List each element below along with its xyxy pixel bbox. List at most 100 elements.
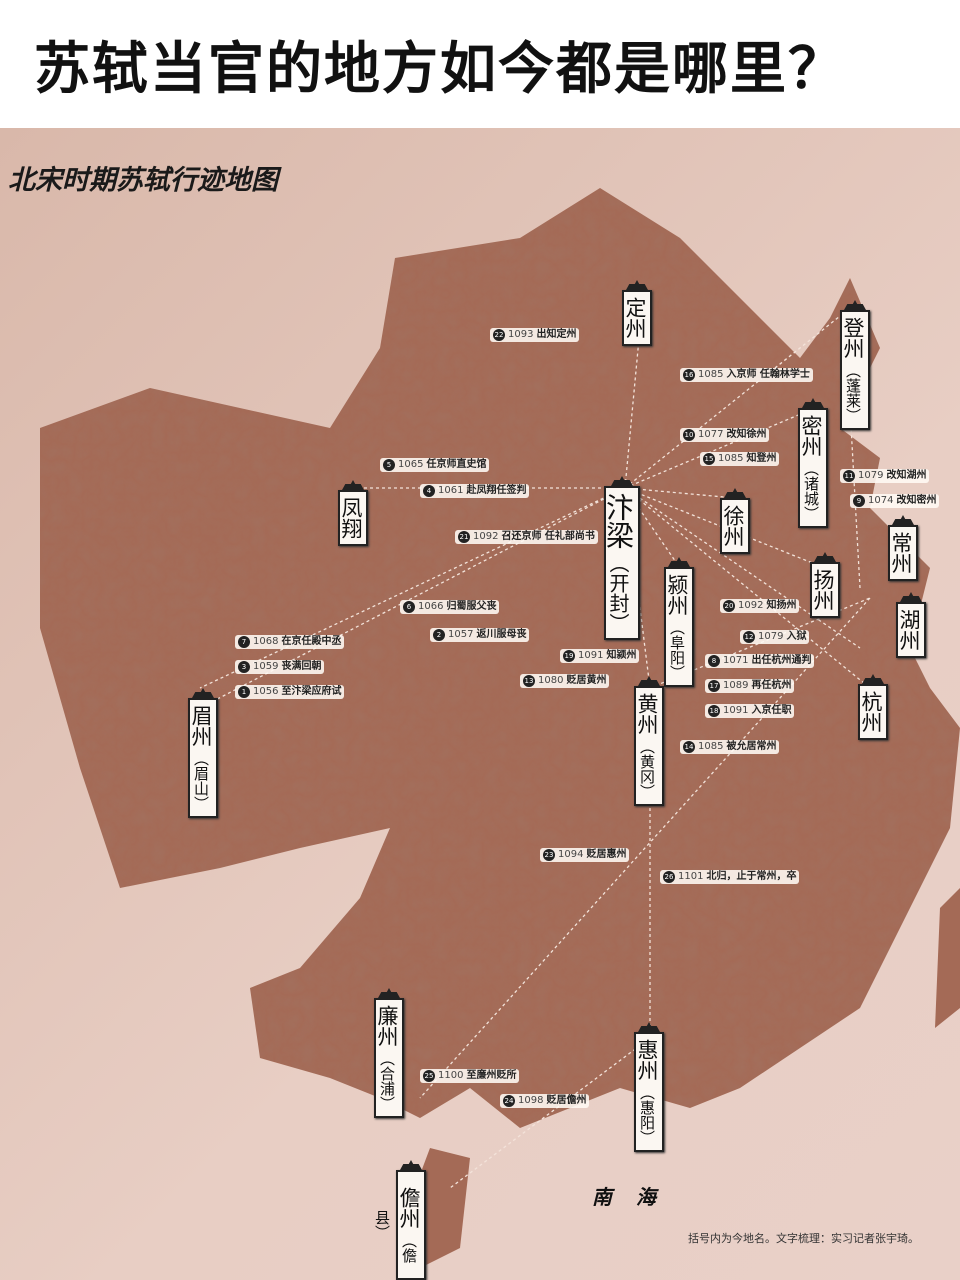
route-year: 1094 <box>558 849 584 860</box>
city-name: 惠州 <box>635 1039 659 1081</box>
route-number-badge: 19 <box>563 650 575 662</box>
route-description: 任京师直史馆 <box>426 459 487 470</box>
route-number-badge: 22 <box>493 329 505 341</box>
route-year: 1066 <box>418 601 444 612</box>
sea-label: 南海 <box>592 1185 680 1209</box>
route-description: 入狱 <box>786 631 807 642</box>
route-number-badge: 10 <box>683 429 695 441</box>
land-relief <box>40 188 960 1268</box>
route-description: 在京任殿中丞 <box>281 636 342 647</box>
route-number-badge: 9 <box>853 495 865 507</box>
route-description: 北归，止于常州，卒 <box>706 871 797 882</box>
route-number-badge: 25 <box>423 1070 435 1082</box>
city-current-name: （合浦） <box>378 1051 396 1111</box>
city-bianliang: 汴梁（开封） <box>602 486 640 640</box>
city-name: 扬州 <box>811 569 835 611</box>
route-description: 返川服母丧 <box>476 629 527 640</box>
route-year: 1089 <box>723 680 749 691</box>
city-current-name: （阜阳） <box>668 620 686 680</box>
route-year: 1085 <box>698 741 724 752</box>
city-danzhou: 儋州（儋县） <box>373 1170 426 1280</box>
route-year: 1092 <box>738 600 764 611</box>
route-number-badge: 2 <box>433 629 445 641</box>
route-description: 知颍州 <box>606 650 637 661</box>
route-number-badge: 11 <box>843 470 855 482</box>
map-note: 括号内为今地名。文字梳理：实习记者张宇琦。 <box>688 1232 919 1245</box>
route-year: 1098 <box>518 1095 544 1106</box>
route-number-badge: 20 <box>723 600 735 612</box>
city-name: 登州 <box>841 317 865 359</box>
map-title: 北宋时期苏轼行迹地图 <box>8 165 278 196</box>
city-name: 汴梁 <box>602 493 635 549</box>
route-description: 被允居常州 <box>726 741 777 752</box>
city-xuzhou: 徐州 <box>720 498 750 554</box>
route-description: 出知定州 <box>536 329 577 340</box>
route-description: 至廉州贬所 <box>466 1070 517 1081</box>
city-name: 常州 <box>889 532 913 574</box>
route-year: 1092 <box>473 531 499 542</box>
route-description: 再任杭州 <box>751 680 792 691</box>
route-number-badge: 4 <box>423 485 435 497</box>
city-huangzhou: 黄州 （黄冈） <box>634 686 664 806</box>
route-description: 丧满回朝 <box>281 661 322 672</box>
city-name: 廉州 <box>375 1005 399 1047</box>
route-number-badge: 18 <box>708 705 720 717</box>
city-fengxiang: 凤翔 <box>338 490 368 546</box>
city-meizhou: 眉州（眉山） <box>188 698 218 818</box>
route-year: 1079 <box>758 631 784 642</box>
city-name: 颍州 <box>665 574 689 616</box>
city-current-name: （儋县） <box>373 1210 418 1263</box>
route-number-badge: 8 <box>708 655 720 667</box>
route-description: 出任杭州通判 <box>751 655 812 666</box>
route-number-badge: 6 <box>403 601 415 613</box>
route-year: 1071 <box>723 655 749 666</box>
route-year: 1080 <box>538 675 564 686</box>
route-description: 至汴梁应府试 <box>281 686 342 697</box>
route-year: 1091 <box>723 705 749 716</box>
route-description: 知扬州 <box>766 600 797 611</box>
route-description: 改知湖州 <box>886 470 927 481</box>
city-hangzhou: 杭州 <box>858 684 888 740</box>
city-name: 凤翔 <box>339 497 363 539</box>
route-number-badge: 7 <box>238 636 250 648</box>
city-name: 黄州 <box>635 693 659 735</box>
route-description: 改知密州 <box>896 495 937 506</box>
route-year: 1093 <box>508 329 534 340</box>
route-year: 1085 <box>698 369 724 380</box>
route-year: 1079 <box>858 470 884 481</box>
route-number-badge: 1 <box>238 686 250 698</box>
city-current-name: （黄冈） <box>638 739 656 799</box>
city-mizhou: 密州（诸城） <box>798 408 828 528</box>
route-map: 北宋时期苏轼行迹地图 定州 登州（蓬莱） 密州（诸城） 凤翔 汴梁（开封） 徐州… <box>0 128 960 1280</box>
route-year: 1091 <box>578 650 604 661</box>
route-year: 1056 <box>253 686 279 697</box>
city-name: 密州 <box>799 415 823 457</box>
route-description: 贬居惠州 <box>586 849 627 860</box>
route-description: 赴凤翔任签判 <box>466 485 527 496</box>
route-number-badge: 24 <box>503 1095 515 1107</box>
route-year: 1074 <box>868 495 894 506</box>
route-year: 1101 <box>678 871 704 882</box>
city-name: 杭州 <box>859 691 883 733</box>
route-description: 贬居黄州 <box>566 675 607 686</box>
route-year: 1061 <box>438 485 464 496</box>
city-lianzhou: 廉州 （合浦） <box>374 998 404 1118</box>
